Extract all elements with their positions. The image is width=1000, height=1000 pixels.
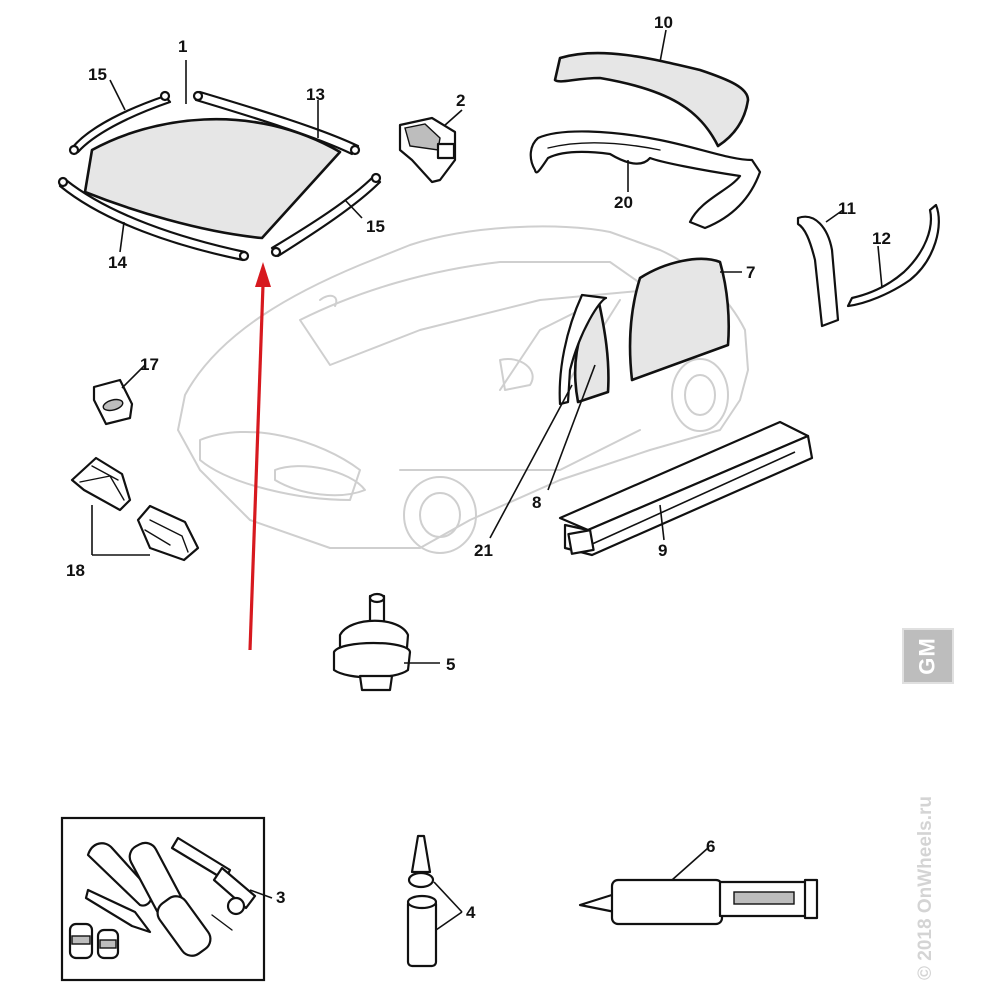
callout-label: 1 — [178, 37, 187, 56]
rear-window-part-10[interactable] — [553, 51, 750, 148]
callout-labels: 1 2 3 4 5 6 7 8 9 10 11 12 13 14 15 15 1… — [66, 13, 891, 922]
dispensing-gun-part-6[interactable] — [578, 878, 819, 926]
windshield-part-1[interactable] — [83, 117, 342, 240]
adhesive-cartridge-part-4[interactable] — [406, 834, 438, 968]
callout-label: 7 — [746, 263, 755, 282]
mirror-bracket-part-2[interactable] — [398, 116, 457, 184]
callout-label: 14 — [108, 253, 127, 272]
callout-label: 11 — [838, 199, 856, 218]
callout-label: 6 — [706, 837, 715, 856]
brand-logo-text: GM — [914, 637, 940, 675]
callout-label: 5 — [446, 655, 455, 674]
bracket-part-18-right[interactable] — [136, 504, 200, 562]
callout-label: 4 — [466, 903, 476, 922]
callout-label: 8 — [532, 493, 541, 512]
callout-label: 21 — [474, 541, 493, 560]
callout-label: 12 — [872, 229, 891, 248]
brand-logo-badge: GM — [902, 628, 954, 684]
callout-label: 17 — [140, 355, 159, 374]
rear-door-glass-part-7[interactable] — [628, 257, 731, 382]
callout-label: 10 — [654, 13, 673, 32]
moulding-part-15-right[interactable] — [270, 172, 382, 258]
leader-lines — [91, 29, 883, 931]
clip-part-17[interactable] — [92, 378, 134, 426]
callout-label: 15 — [366, 217, 385, 236]
watermark-text: © 2018 OnWheels.ru — [915, 795, 936, 980]
callout-label: 15 — [88, 65, 107, 84]
roof-moulding-part-12[interactable] — [846, 203, 940, 308]
callout-label: 18 — [66, 561, 85, 580]
callout-label: 2 — [456, 91, 465, 110]
callout-label: 20 — [614, 193, 633, 212]
direction-arrow — [248, 262, 271, 651]
moulding-part-13[interactable] — [192, 90, 361, 156]
callout-label: 9 — [658, 541, 667, 560]
quarter-glass-seal-part-21[interactable] — [558, 293, 608, 406]
moulding-part-15-left[interactable] — [68, 90, 172, 156]
pillar-trim-part-11[interactable] — [796, 215, 840, 328]
callout-label: 3 — [276, 888, 285, 907]
sill-moulding-part-9[interactable] — [558, 420, 814, 557]
rear-window-seal-part-20[interactable] — [529, 130, 762, 230]
bracket-part-18-left[interactable] — [70, 456, 132, 512]
moulding-part-14[interactable] — [57, 176, 250, 262]
adhesive-kit-part-3[interactable] — [60, 816, 266, 982]
grommet-part-5[interactable] — [332, 592, 412, 692]
callout-label: 13 — [306, 85, 325, 104]
